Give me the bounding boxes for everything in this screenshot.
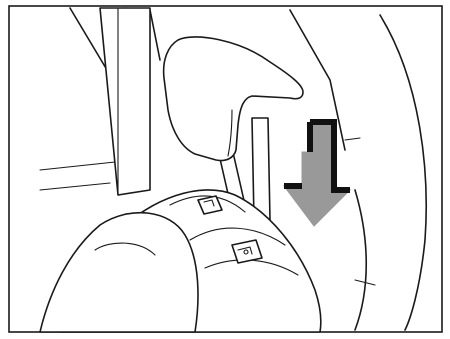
headrest-release-button-lower xyxy=(232,240,262,263)
